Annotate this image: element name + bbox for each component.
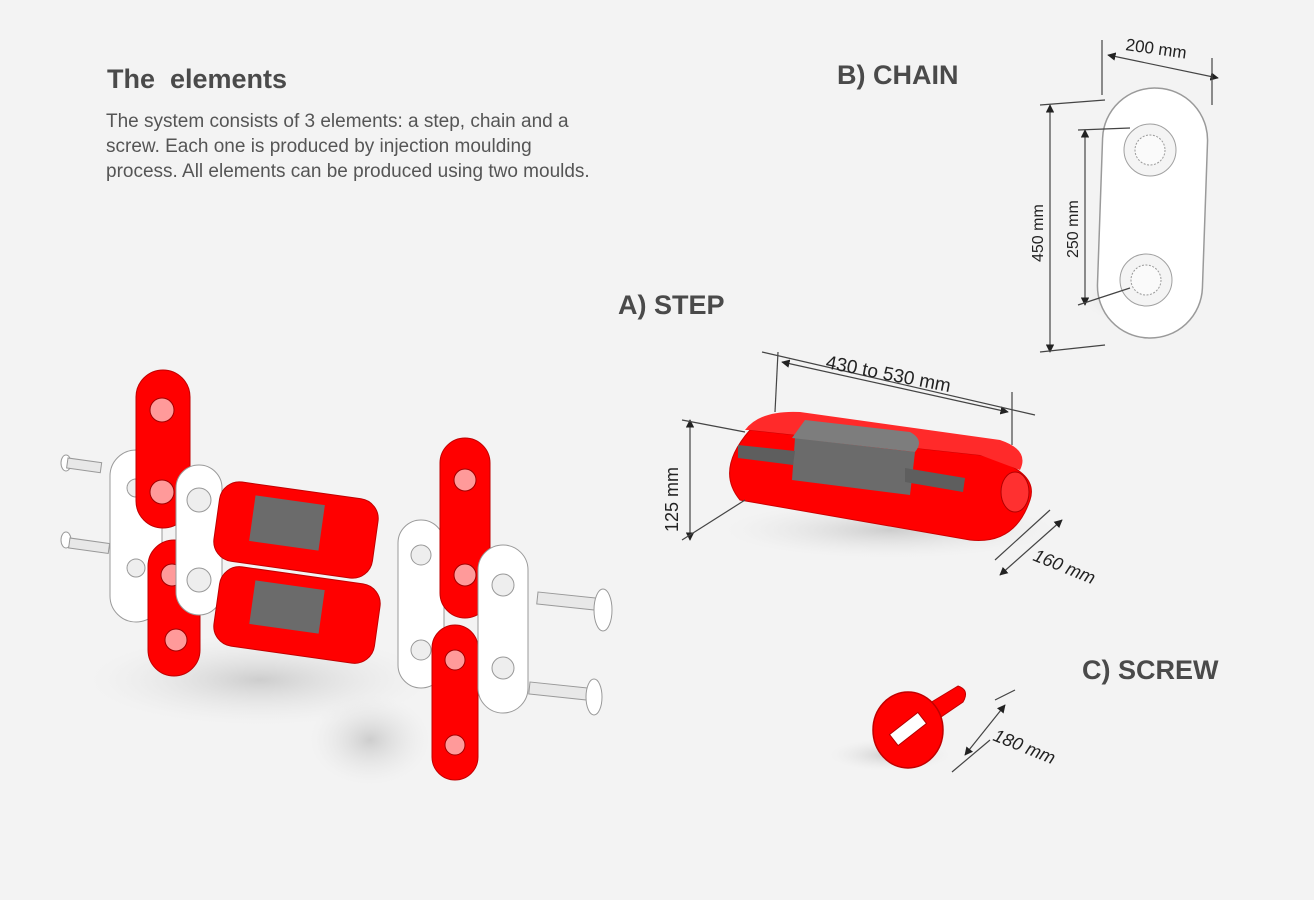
chain-link-illustration [1085,87,1209,339]
screw-section-label: C) SCREW [1082,655,1219,685]
screw-dimension-lines [951,689,1016,773]
assembly-step-bottom [213,566,381,664]
exploded-assembly-illustration [60,369,613,785]
chain-hole-spacing-label: 250 mm [1065,200,1082,258]
description-text: The system consists of 3 elements: a ste… [106,111,590,182]
screw-illustration [830,685,967,771]
left-screw-top [60,454,103,474]
screw-length-label: 180 mm [991,725,1059,768]
chain-section-label: B) CHAIN [837,60,959,90]
chain-dimension-lines [1039,40,1219,353]
white-chain-link-far-right [477,544,529,714]
right-screw-top [536,588,613,632]
page-title: The elements [107,64,288,94]
step-illustration [725,411,1055,558]
red-chain-link-right-bottom [431,624,479,781]
step-length-label: 430 to 530 mm [824,352,952,397]
step-depth-label: 160 mm [1031,545,1099,588]
assembly-step-top [213,481,379,579]
step-dimension-lines [681,351,1063,576]
chain-width-label: 200 mm [1124,35,1187,62]
step-section-label: A) STEP [618,290,725,320]
step-height-label: 125 mm [662,467,682,532]
left-screw-bottom [60,531,111,555]
chain-length-label: 450 mm [1030,204,1047,262]
right-screw-bottom [528,678,603,716]
